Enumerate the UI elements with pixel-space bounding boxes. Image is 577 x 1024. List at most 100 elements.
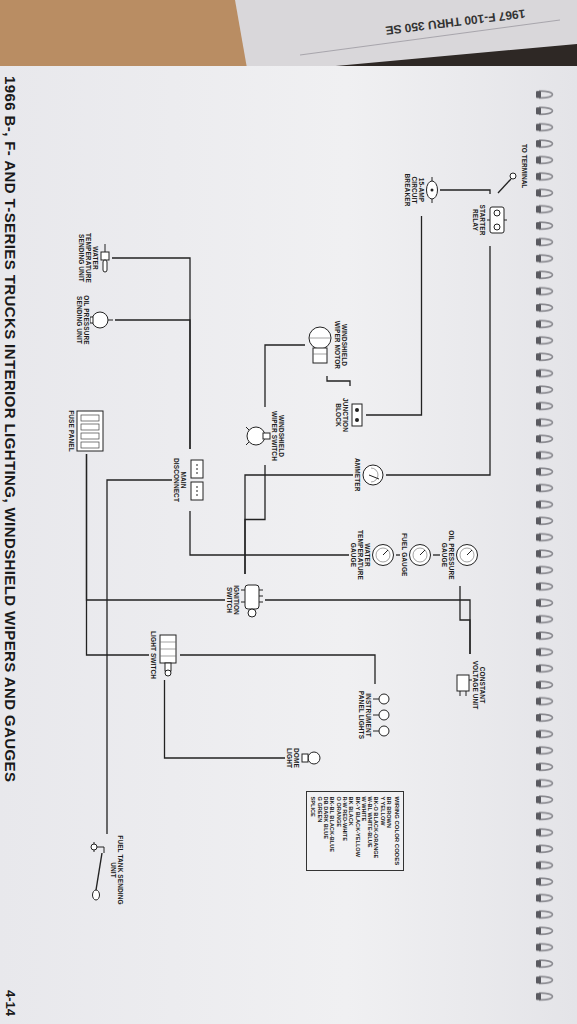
ammeter-symbol-part [372, 468, 379, 482]
manual-page: STARTER RELAY15-AMP CIRCUIT BREAKEROIL P… [0, 66, 577, 1024]
ammeter-symbol-part [370, 475, 380, 479]
legend-entry: SPLICE [310, 797, 316, 866]
gauge-symbol-part [421, 550, 426, 555]
component-label: 15-AMP CIRCUIT BREAKER [405, 165, 426, 215]
component-gauge: FUEL GAUGE [401, 532, 434, 578]
cvu-symbol [454, 672, 472, 698]
gauge-symbol [372, 543, 396, 567]
component-gauge: WATER TEMPERATURE GAUGE [350, 524, 397, 586]
component-lsw: LIGHT SWITCH [150, 630, 181, 680]
cardboard [0, 0, 265, 72]
legend-entry: DB DARK BLUE [323, 797, 329, 866]
wire [245, 475, 353, 574]
breaker-symbol [426, 176, 440, 204]
wire [190, 511, 349, 555]
component-relay: STARTER RELAY [471, 194, 509, 246]
component-label: AMMETER [355, 458, 362, 492]
lsw-symbol [158, 633, 180, 677]
wire [115, 320, 190, 449]
wire [460, 586, 470, 654]
component-wsw: WINDSHIELD WIPER SWITCH [244, 407, 286, 465]
terminal-wire [498, 179, 511, 193]
component-label: FUSE PANEL [69, 410, 76, 452]
component-wts: WATER TEMPERATURE SENDING UNIT [78, 230, 113, 286]
gauge-symbol-part [414, 548, 428, 562]
fuse-symbol-part [82, 415, 100, 421]
wire [440, 190, 490, 194]
gauge-symbol-part [377, 548, 391, 562]
component-label: WINDSHIELD WIPER MOTOR [334, 315, 348, 375]
component-label: STARTER RELAY [472, 195, 486, 245]
legend-entry: BK-BL BLACK-BLUE [329, 797, 335, 866]
component-label: DOME LIGHT [286, 738, 300, 778]
breaker-symbol-part [427, 181, 438, 199]
lights-symbol-part [379, 726, 389, 736]
wire [87, 454, 226, 600]
wire [87, 454, 150, 655]
lights-symbol-part [379, 710, 389, 720]
motor-symbol [306, 324, 334, 366]
ops-symbol [90, 307, 114, 333]
component-label: INSTRUMENT PANEL LIGHTS [358, 685, 372, 745]
fuse-symbol-part [82, 442, 100, 448]
gauge-symbol-part [460, 548, 474, 562]
component-label: CONSTANT VOLTAGE UNIT [472, 655, 486, 715]
wire [180, 655, 375, 684]
lsw-symbol-part [161, 642, 177, 656]
tank-symbol-part [91, 844, 97, 850]
component-label: JUNCTION BLOCK [335, 387, 349, 443]
ops-symbol-part [92, 312, 108, 328]
ammeter-symbol-part [364, 465, 384, 485]
gauge-symbol-part [410, 544, 431, 565]
wire [327, 376, 350, 386]
wire [112, 258, 190, 449]
ign-symbol-part [241, 590, 263, 602]
gauge-symbol [455, 543, 479, 567]
cvu-symbol-part [457, 675, 469, 691]
relay-symbol-part [487, 220, 507, 221]
wts-symbol-part [104, 260, 108, 272]
ammeter-symbol [362, 463, 386, 487]
fuse-symbol-part [78, 411, 104, 451]
legend-entry: W-BL WHITE-BLUE [367, 797, 373, 866]
component-ammeter: AMMETER [354, 457, 387, 493]
battery-terminal [510, 173, 516, 179]
text-label: TO TERMINAL [522, 144, 529, 188]
spiral-binding [533, 86, 563, 1006]
component-label: FUEL TANK SENDING UNIT [110, 835, 124, 905]
ign-symbol-part [248, 609, 256, 617]
dome-symbol-part [302, 754, 308, 762]
legend-entry: BK BLACK [348, 797, 354, 866]
relay-symbol-part [490, 207, 504, 233]
component-dome: DOME LIGHT [285, 737, 325, 779]
wsw-symbol [245, 423, 271, 449]
wire [396, 554, 400, 555]
wire [165, 680, 286, 758]
component-tank: FUEL TANK SENDING UNIT [89, 834, 125, 906]
dome-symbol-part [308, 752, 320, 764]
component-label: FUEL GAUGE [402, 533, 409, 577]
component-label: WATER TEMPERATURE GAUGE [351, 525, 372, 585]
component-lights: INSTRUMENT PANEL LIGHTS [357, 684, 393, 746]
legend-entry: BR BROWN [386, 797, 392, 866]
wire [433, 554, 440, 555]
gauge-symbol [409, 543, 433, 567]
lights-symbol-part [379, 694, 389, 704]
legend-entry: W WHITE [361, 797, 367, 866]
wire [245, 465, 265, 574]
relay-symbol-part [494, 224, 500, 230]
ign-symbol-part [245, 585, 259, 609]
component-junction: JUNCTION BLOCK [334, 386, 366, 444]
tank-symbol-part [96, 853, 102, 890]
breaker-symbol-part [432, 177, 433, 203]
legend-entry: BK-Y BLACK-YELLOW [354, 797, 360, 866]
ops-symbol-part [90, 317, 93, 323]
junction-symbol-part [355, 408, 359, 412]
wsw-symbol-part [263, 433, 270, 439]
fuse-symbol-part [82, 433, 100, 439]
breaker-symbol-part [431, 189, 434, 192]
gauge-symbol-part [457, 545, 478, 566]
wire [366, 216, 422, 415]
component-disc: MAIN DISCONNECT [172, 449, 208, 511]
